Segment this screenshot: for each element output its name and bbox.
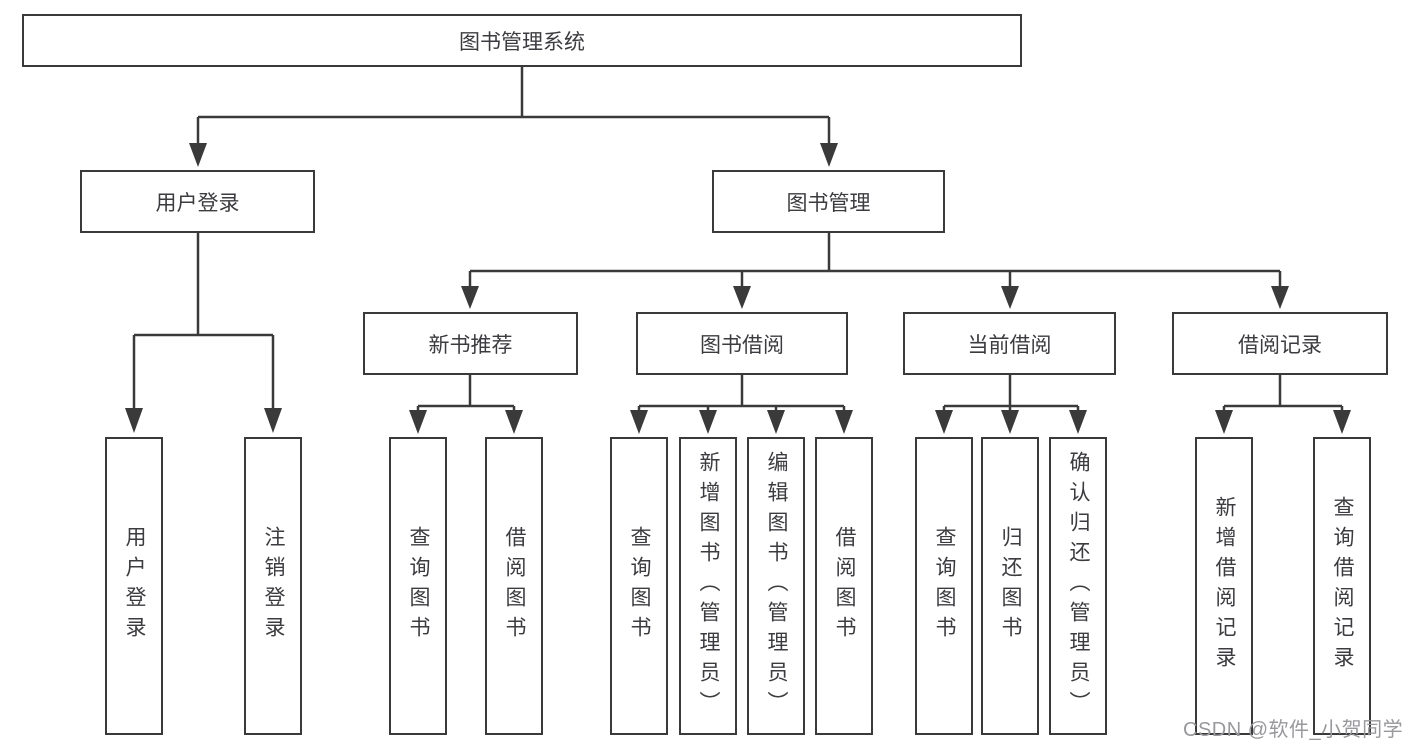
node-current-borrowing: 当前借阅 [903, 312, 1116, 375]
node-label: 借阅记录 [1238, 333, 1322, 357]
node-label: 图书借阅 [700, 333, 784, 357]
node-borrowing-records: 借阅记录 [1172, 312, 1388, 375]
node-user-login: 用户登录 [80, 170, 315, 233]
connector-book-mgmt-to-groups [461, 233, 1289, 309]
node-label: 查询图书 [407, 526, 431, 646]
arrowhead [125, 408, 143, 433]
arrowhead [1001, 286, 1019, 309]
node-label: 编辑图书（管理员） [765, 451, 789, 721]
arrowhead [1069, 410, 1087, 434]
leaf-borrowing-borrow-books: 借阅图书 [815, 437, 873, 735]
arrowhead [505, 410, 523, 434]
node-label: 查询借阅记录 [1331, 496, 1355, 676]
node-label: 查询图书 [628, 526, 652, 646]
node-label: 图书管理 [786, 191, 871, 215]
arrowhead [1001, 410, 1019, 434]
arrowhead [1333, 410, 1351, 434]
arrowhead [461, 286, 479, 309]
arrowhead [1271, 286, 1289, 309]
leaf-borrowing-edit-books-admin: 编辑图书（管理员） [747, 437, 805, 735]
node-label: 借阅图书 [503, 526, 527, 646]
arrowhead [835, 410, 853, 434]
arrowhead [264, 408, 282, 433]
node-label: 注销登录 [262, 526, 286, 646]
connector-newbook-to-leaves [409, 375, 523, 434]
arrowhead [1215, 410, 1233, 434]
node-label: 用户登录 [155, 191, 240, 215]
arrowhead [630, 410, 648, 434]
node-label: 当前借阅 [967, 333, 1052, 357]
leaf-current-return-books: 归还图书 [981, 437, 1039, 735]
connector-current-to-leaves [935, 375, 1087, 434]
leaf-logout: 注销登录 [244, 437, 302, 735]
node-label: 新增图书（管理员） [697, 451, 721, 721]
connector-root-to-level2 [189, 67, 838, 167]
leaf-records-query-record: 查询借阅记录 [1313, 437, 1371, 735]
node-label: 新增借阅记录 [1213, 496, 1237, 676]
node-book-management: 图书管理 [712, 170, 945, 233]
node-label: 借阅图书 [833, 526, 857, 646]
node-label: 归还图书 [999, 526, 1023, 646]
connector-borrowing-to-leaves [630, 375, 853, 434]
connector-records-to-leaves [1215, 375, 1351, 434]
arrowhead [767, 410, 785, 434]
leaf-borrowing-add-books-admin: 新增图书（管理员） [679, 437, 737, 735]
node-root-system: 图书管理系统 [22, 14, 1022, 67]
arrowhead [189, 143, 207, 167]
node-book-borrowing: 图书借阅 [636, 312, 848, 375]
leaf-current-query-books: 查询图书 [915, 437, 973, 735]
csdn-watermark: CSDN @软件_小贺同学 [1183, 719, 1404, 741]
arrowhead [699, 410, 717, 434]
leaf-newbook-borrow-books: 借阅图书 [485, 437, 543, 735]
node-new-book-recommend: 新书推荐 [363, 312, 578, 375]
node-label: 查询图书 [933, 526, 957, 646]
leaf-user-login: 用户登录 [105, 437, 163, 735]
node-label: 确认归还（管理员） [1067, 451, 1091, 721]
node-label: 用户登录 [123, 526, 147, 646]
arrowhead [409, 410, 427, 434]
leaf-current-confirm-return-admin: 确认归还（管理员） [1049, 437, 1107, 735]
connector-user-login-to-leaves [125, 233, 282, 433]
leaf-borrowing-query-books: 查询图书 [610, 437, 668, 735]
arrowhead [935, 410, 953, 434]
arrowhead [820, 143, 838, 167]
node-label: 图书管理系统 [459, 30, 585, 54]
arrowhead [733, 286, 751, 309]
leaf-records-add-record: 新增借阅记录 [1195, 437, 1253, 735]
leaf-newbook-query-books: 查询图书 [389, 437, 447, 735]
node-label: 新书推荐 [428, 333, 513, 357]
